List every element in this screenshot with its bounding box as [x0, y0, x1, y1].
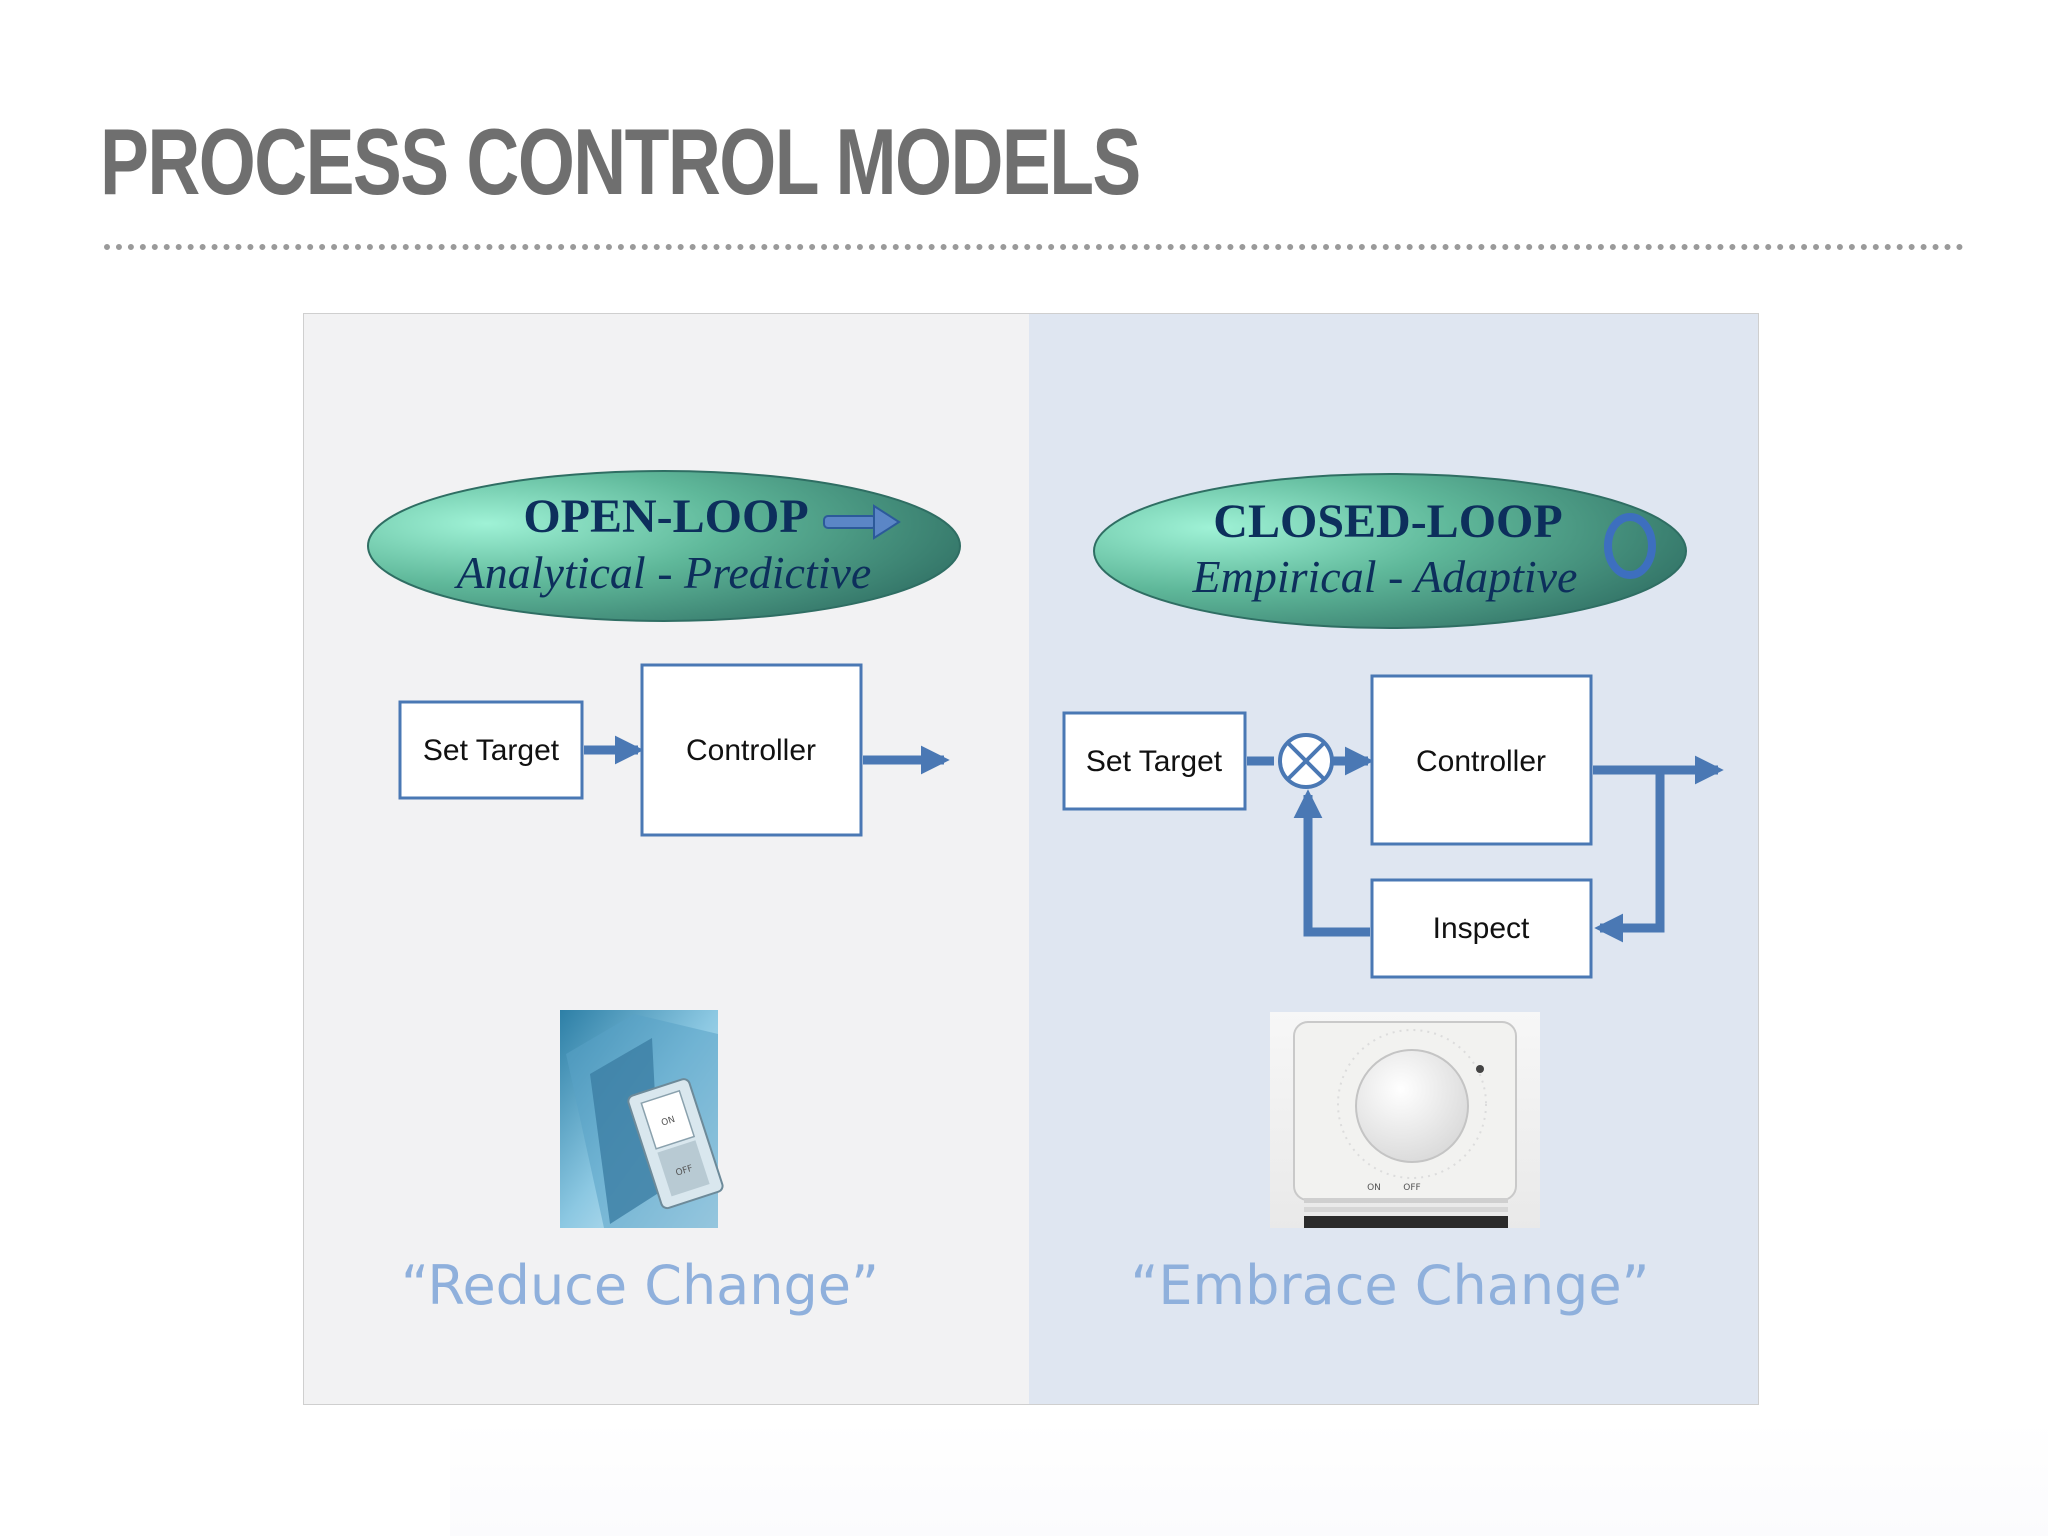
embrace-change-motto: “Embrace Change”: [1130, 1254, 1649, 1317]
closed-loop-set-target-box: Set Target: [1062, 711, 1247, 811]
closed-loop-controller-label: Controller: [1416, 745, 1546, 778]
open-loop-heading: OPEN-LOOP: [523, 490, 808, 543]
open-loop-set-target-box: Set Target: [398, 700, 584, 800]
process-control-figure: OPEN-LOOP Analytical - Predictive Set Ta…: [303, 313, 1759, 1405]
light-switch-image: ON OFF: [560, 1010, 724, 1228]
thermostat-off-text: OFF: [1403, 1183, 1420, 1193]
open-loop-ellipse: OPEN-LOOP Analytical - Predictive: [367, 470, 961, 622]
summing-junction-icon: [1278, 733, 1334, 789]
inspect-label: Inspect: [1433, 912, 1530, 945]
open-loop-subheading: Analytical - Predictive: [454, 547, 872, 598]
reduce-change-motto: “Reduce Change”: [401, 1254, 879, 1317]
thermostat-image: ON OFF: [1270, 1012, 1540, 1228]
feedback-path-up: [1293, 789, 1370, 937]
feedback-path-down: [1594, 770, 1665, 943]
thermostat-on-text: ON: [1367, 1183, 1381, 1193]
open-loop-set-target-label: Set Target: [423, 734, 560, 767]
open-loop-controller-label: Controller: [686, 734, 816, 767]
switch-on-text: ON: [660, 1115, 676, 1129]
closed-loop-controller-box: Controller: [1370, 674, 1593, 846]
closed-loop-set-target-label: Set Target: [1086, 745, 1223, 778]
closed-loop-subheading: Empirical - Adaptive: [1192, 551, 1578, 602]
closed-loop-ellipse: CLOSED-LOOP Empirical - Adaptive: [1093, 473, 1687, 629]
open-loop-controller-box: Controller: [640, 663, 863, 837]
title-divider: [104, 244, 1964, 250]
right-arrow-icon: [823, 504, 901, 540]
cycle-icon: [1604, 513, 1656, 579]
diagram-canvas: OPEN-LOOP Analytical - Predictive Set Ta…: [304, 314, 1758, 1404]
closed-loop-heading: CLOSED-LOOP: [1213, 495, 1562, 548]
bottom-background: [450, 1420, 2048, 1536]
inspect-box: Inspect: [1370, 878, 1593, 979]
slide-title: PROCESS CONTROL MODELS: [100, 109, 1141, 214]
